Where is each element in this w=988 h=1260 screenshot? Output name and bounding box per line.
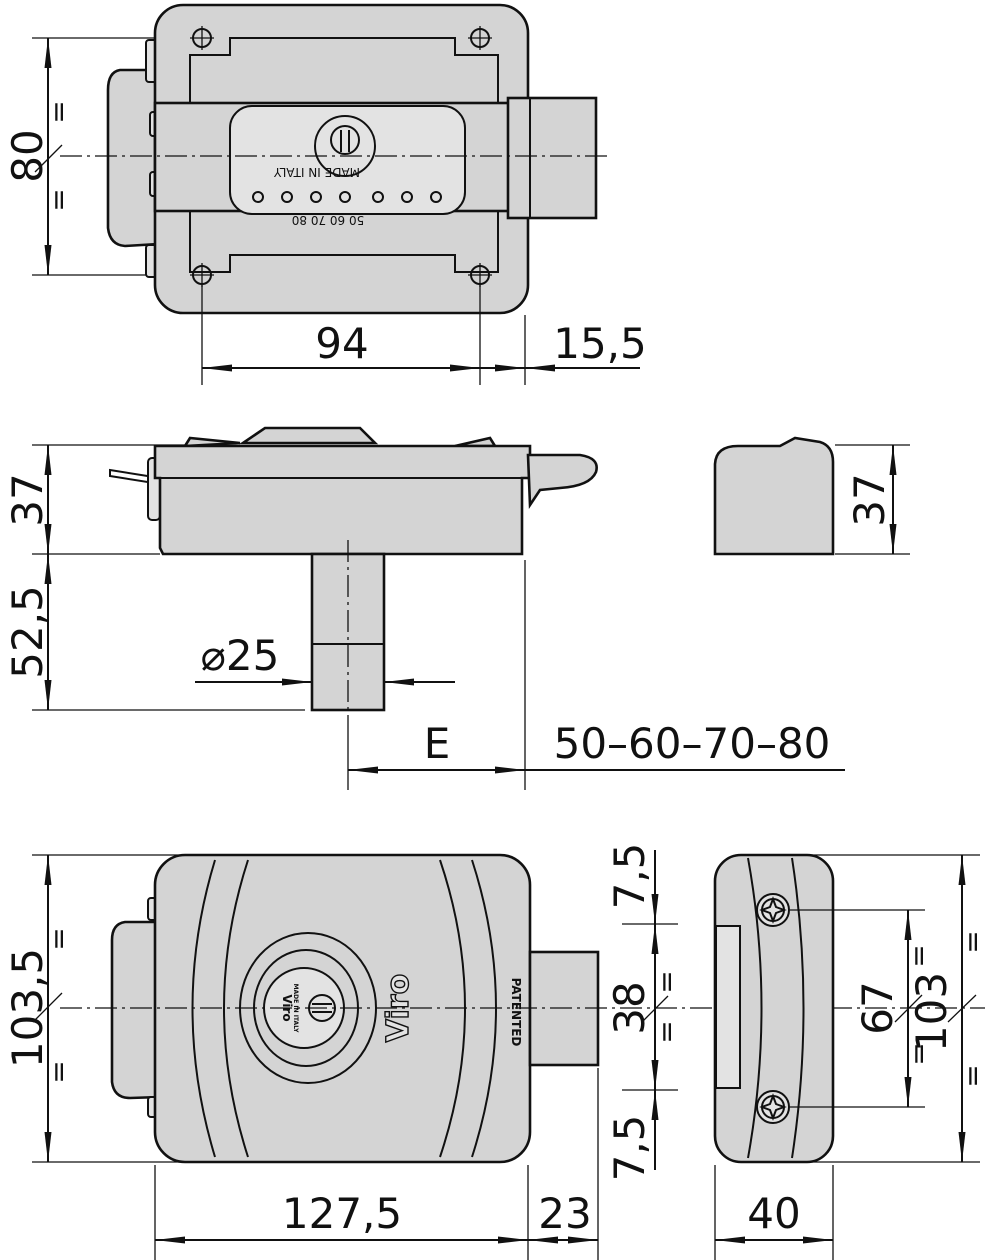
- keeper-curve: [747, 857, 763, 1159]
- dim-tick: [947, 994, 977, 1023]
- equal-mark: =: [956, 930, 988, 953]
- mounting-hole: [190, 263, 214, 287]
- dim-label-103-5: 103,5: [3, 948, 52, 1068]
- backset-hole: [401, 191, 413, 203]
- backset-hole: [372, 191, 384, 203]
- equal-mark: =: [42, 188, 75, 211]
- equal-mark: =: [42, 927, 75, 950]
- latch: [526, 453, 598, 510]
- equal-mark: =: [902, 1042, 935, 1065]
- dim-label-127-5: 127,5: [282, 1189, 402, 1238]
- keeper-side: [713, 436, 835, 556]
- equal-mark: =: [42, 100, 75, 123]
- dim-label-7-5-top: 7,5: [605, 843, 654, 910]
- dim-label-d25: ⌀25: [201, 631, 280, 680]
- dim-label-backset: 50–60–70–80: [554, 719, 831, 768]
- mounting-hole: [190, 26, 214, 50]
- dim-label-52-5: 52,5: [3, 585, 52, 679]
- keeper-curve: [791, 857, 805, 1159]
- keeper-slot: [715, 925, 741, 1089]
- key-plug: [330, 125, 360, 155]
- dim-label-7-5-bottom: 7,5: [605, 1115, 654, 1182]
- cover-lip: [182, 436, 241, 448]
- backset-scale-text: 50 60 70 80: [292, 213, 365, 227]
- backset-hole: [281, 191, 293, 203]
- dim-label-103: 103: [907, 972, 956, 1052]
- dim-label-67: 67: [853, 981, 902, 1034]
- side-plate: [106, 68, 160, 248]
- mounting-hole: [468, 263, 492, 287]
- backset-hole: [310, 191, 322, 203]
- backset-hole: [339, 191, 351, 203]
- screw-top: [756, 893, 790, 927]
- mounting-hole: [468, 26, 492, 50]
- bolt: [506, 96, 598, 220]
- top-view: MADE IN ITALY 50 60 70 80 80 = = 94: [3, 3, 647, 385]
- screw-bottom: [756, 1090, 790, 1124]
- dim-label-38: 38: [605, 981, 654, 1034]
- front-view: Viro MADE IN ITALY Viro PATENTED 103,5 =…: [3, 843, 985, 1260]
- dim-tick: [32, 992, 63, 1023]
- inner-outline: [189, 37, 499, 273]
- cylinder-face: [314, 115, 376, 177]
- equal-mark: =: [956, 1064, 988, 1087]
- dim-label-40: 40: [747, 1189, 800, 1238]
- dim-tick: [34, 144, 63, 173]
- dim-label-80: 80: [3, 129, 52, 182]
- dim-label-e: E: [424, 719, 451, 768]
- dim-label-37: 37: [3, 473, 52, 526]
- dim-tick: [894, 994, 923, 1023]
- equal-mark: =: [650, 1020, 683, 1043]
- dim-label-15-5: 15,5: [553, 319, 647, 368]
- dim-label-23: 23: [538, 1189, 591, 1238]
- equal-mark: =: [42, 1060, 75, 1083]
- keeper-front-view: 67 = = 103 = = 40: [713, 853, 988, 1260]
- contour-curve: [223, 859, 249, 1158]
- lock-body-side: [153, 444, 532, 556]
- dim-tick: [641, 995, 669, 1023]
- side-view: 37 52,5 ⌀25 E 50–60–70–80 37: [3, 426, 910, 790]
- side-plate: [110, 920, 162, 1100]
- equal-mark: =: [902, 944, 935, 967]
- backset-hole: [430, 191, 442, 203]
- equal-mark: =: [650, 970, 683, 993]
- patented-label: PATENTED: [509, 978, 523, 1047]
- keyhole: [312, 1003, 332, 1013]
- cylinder-text: MADE IN ITALY: [292, 984, 299, 1034]
- dim-label-37-keeper: 37: [845, 473, 894, 526]
- cylinder-text: MADE IN ITALY: [273, 165, 360, 179]
- keyhole: [340, 130, 350, 152]
- cylinder-cap: [238, 426, 379, 445]
- backset-hole: [252, 191, 264, 203]
- dim-label-94: 94: [315, 319, 368, 368]
